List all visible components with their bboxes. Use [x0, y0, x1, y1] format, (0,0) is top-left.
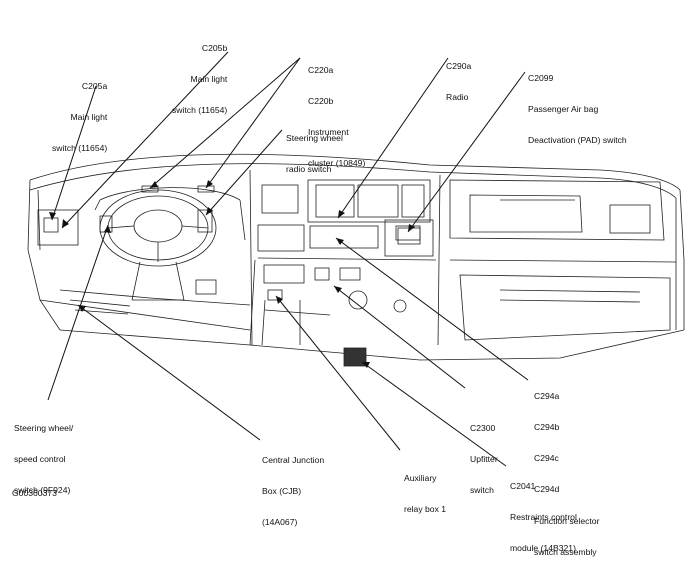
- callout-line: switch: [470, 485, 494, 496]
- callout-c2041: C2041 Restraints control module (14B321): [510, 460, 577, 574]
- figure-id: G00360373: [12, 488, 57, 498]
- callout-line: Steering wheel: [286, 132, 343, 143]
- leader-steering-radio: [205, 129, 283, 216]
- callout-line: Upfitter: [470, 454, 498, 465]
- leader-c2099: [407, 71, 526, 233]
- callout-line: C220a: [308, 64, 334, 75]
- leader-c290a: [337, 57, 449, 219]
- callout-c205a: C205a Main light switch (11654): [52, 60, 107, 174]
- callout-line: Main light: [190, 74, 228, 85]
- leader-c205b: [61, 51, 229, 229]
- callout-line: cluster (10849): [308, 158, 366, 169]
- callout-line: Central Junction: [262, 454, 325, 465]
- callout-line: module (14B321): [510, 543, 576, 554]
- callout-line: Box (CJB): [262, 486, 302, 497]
- callout-line: C205a: [81, 80, 108, 91]
- callout-steering-speed: Steering wheel/ speed control switch (9F…: [14, 402, 73, 516]
- leader-c2041: [361, 361, 507, 467]
- callout-line: Passenger Air bag: [528, 104, 599, 115]
- leader-c294: [335, 237, 529, 381]
- dashboard-illustration: [27, 51, 685, 467]
- callout-line: radio switch: [286, 164, 332, 175]
- callout-c205b: C205b Main light switch (11654): [172, 22, 227, 136]
- dashboard-outline: [27, 153, 685, 367]
- callout-line: switch (11654): [52, 143, 108, 154]
- callout-line: Main light: [70, 112, 108, 123]
- diagram: C205b Main light switch (11654) C205a Ma…: [12, 22, 685, 557]
- leader-aux-relay: [275, 295, 401, 451]
- callout-line: (14A067): [262, 517, 298, 528]
- callout-line: C205b: [201, 42, 228, 53]
- leader-cjb: [77, 304, 261, 441]
- leader-c220b: [205, 57, 301, 189]
- callout-line: C2041: [510, 480, 536, 491]
- callout-cjb: Central Junction Box (CJB) (14A067): [262, 434, 324, 548]
- callout-line: Instrument: [308, 127, 349, 138]
- callout-line: speed control: [14, 454, 66, 465]
- callout-line: Deactivation (PAD) switch: [528, 135, 627, 146]
- leader-steering-speed: [47, 224, 109, 401]
- callout-line: switch (9F924): [14, 485, 71, 496]
- callout-line: Steering wheel/: [14, 422, 74, 433]
- callout-line: relay box 1: [404, 504, 447, 515]
- callout-c220: C220a C220b Instrument cluster (10849): [308, 44, 365, 190]
- callout-line: Radio: [446, 92, 469, 103]
- callout-line: C294b: [534, 422, 560, 433]
- callout-c290a: C290a Radio: [446, 40, 471, 123]
- leader-lines: [47, 51, 529, 467]
- arrowheads: [49, 180, 415, 368]
- callout-line: C294c: [534, 453, 559, 464]
- callout-line: C294a: [534, 390, 560, 401]
- callout-line: C2300: [470, 422, 496, 433]
- callout-aux-relay: Auxiliary relay box 1: [404, 452, 446, 535]
- callout-c2099: C2099 Passenger Air bag Deactivation (PA…: [528, 52, 627, 166]
- callout-line: C220b: [308, 96, 334, 107]
- callout-line: switch (11654): [172, 105, 228, 116]
- callout-line: C290a: [446, 60, 472, 71]
- callout-line: Restraints control: [510, 512, 577, 523]
- callout-steering-radio: Steering wheel radio switch: [286, 112, 343, 195]
- callout-line: Auxiliary: [404, 472, 437, 483]
- callout-line: C2099: [528, 72, 554, 83]
- leader-c205a: [51, 85, 97, 221]
- callout-c2300: C2300 Upfitter switch: [470, 402, 498, 516]
- leader-c220a: [149, 57, 301, 189]
- callout-line: C294d: [534, 484, 560, 495]
- leader-c2300: [333, 285, 466, 389]
